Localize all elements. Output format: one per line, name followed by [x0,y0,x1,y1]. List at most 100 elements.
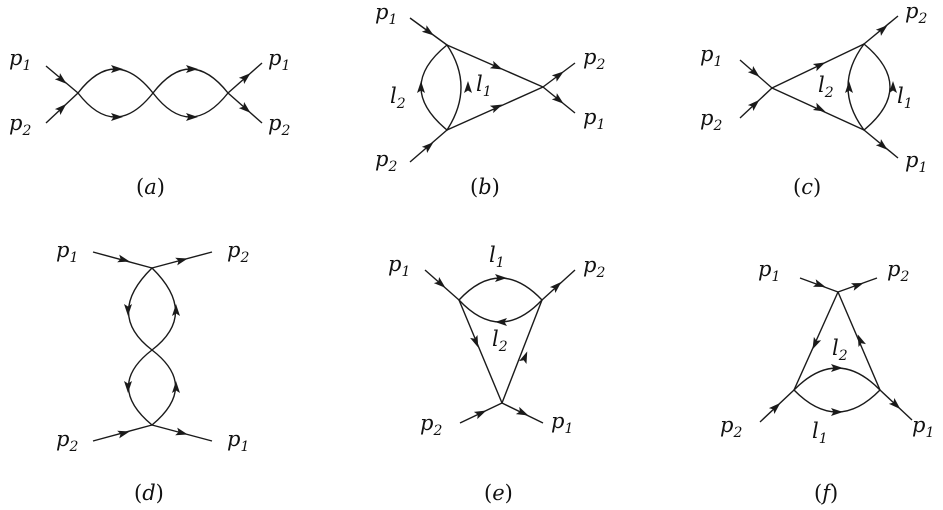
diagram-b: p1 l2 l1 p2 p1 p2 (b) [375,0,605,199]
label-p2-right: p2 [268,111,290,139]
arrowhead-icon [889,81,897,93]
arrows-d [117,254,188,439]
arrowhead-icon [831,364,843,372]
arrowhead-icon [519,351,528,365]
arrowhead-icon [117,430,130,439]
label-l2-f: l2 [832,336,848,364]
arrowhead-icon [768,402,781,415]
arrowhead-icon [888,397,901,410]
caption-b: (b) [470,175,500,199]
svg-text:l2: l2 [390,84,406,112]
arrowhead-icon [111,113,123,121]
label-l1-c: l1 [897,84,913,112]
arrowhead-icon [470,334,479,348]
svg-text:p2: p2 [375,147,397,175]
label-p1-right: p1 [268,46,290,74]
arrowhead-icon [111,65,123,73]
label-p2-f: p2 [720,413,742,441]
svg-text:p2: p2 [268,111,290,139]
arrowhead-icon [747,99,760,112]
arrowhead-icon [172,304,180,316]
arrowhead-icon [875,25,888,36]
arrowhead-icon [875,139,888,150]
label-p1-c-bottom: p1 [905,148,927,176]
label-p2-b-right: p2 [583,45,605,73]
label-p1-d: p1 [56,238,78,266]
label-p2-c: p2 [700,106,722,134]
svg-text:l1: l1 [476,72,492,100]
arrowhead-icon [186,65,198,73]
arrowhead-icon [812,62,826,72]
arrows-b [417,25,564,153]
label-l1-b: l1 [476,72,492,100]
arrowhead-icon [495,318,507,326]
arrowhead-icon [238,73,251,84]
label-l2-c: l2 [818,73,834,101]
arrowhead-icon [417,81,425,93]
arrowhead-icon [473,410,487,420]
arrowhead-icon [433,277,446,288]
diagram-c: p1 p2 l2 l1 p2 p1 (c) [700,0,927,199]
svg-text:l1: l1 [812,419,828,447]
svg-text:l2: l2 [832,336,848,364]
arrowhead-icon [54,73,67,84]
label-p2-left: p2 [9,111,31,139]
arrowhead-icon [175,257,188,266]
label-p2-d-top: p2 [227,238,249,266]
arrowhead-icon [845,81,853,93]
arrowhead-icon [124,304,132,316]
svg-text:p1: p1 [268,46,290,74]
svg-text:p1: p1 [9,46,31,74]
arrowhead-icon [850,282,864,291]
diagram-a: p1 p2 p1 p2 (a) [9,46,290,199]
label-p2-f-top: p2 [887,257,909,285]
caption-e: (e) [484,481,513,505]
svg-text:p2: p2 [56,427,78,455]
arrowhead-icon [238,102,251,113]
arrowhead-icon [421,142,434,153]
diagram-d: p1 p2 p2 p1 (d) [56,238,249,505]
svg-text:l2: l2 [818,73,834,101]
label-p2-e: p2 [420,411,442,439]
label-p1-e: p1 [388,252,410,280]
svg-text:p2: p2 [420,411,442,439]
diagram-f: p1 p2 l2 p2 l1 p1 (f) [720,257,934,505]
arrowhead-icon [549,281,562,294]
label-p1-b: p1 [375,0,397,28]
svg-text:p2: p2 [583,45,605,73]
svg-text:p1: p1 [227,427,249,455]
svg-text:p1: p1 [583,105,605,133]
arrowhead-icon [747,66,760,77]
arrowhead-icon [515,406,529,416]
caption-a: (a) [136,175,165,199]
arrowhead-icon [489,104,503,114]
caption-d: (d) [134,481,164,505]
arrowhead-icon [124,381,132,393]
svg-text:p2: p2 [720,413,742,441]
svg-text:p2: p2 [887,257,909,285]
label-p1-d-bottom: p1 [227,427,249,455]
label-p1-b-right: p1 [583,105,605,133]
arrows-a [54,65,251,121]
arrowhead-icon [857,334,866,348]
caption-c: (c) [793,175,821,199]
diagram-e: p1 l1 p2 l2 p2 p1 (e) [388,243,605,505]
label-l2-e: l2 [492,327,508,355]
arrowhead-icon [175,427,188,436]
label-p2-e-top: p2 [583,253,605,281]
arrows-e [433,274,562,420]
arrowhead-icon [464,81,472,93]
label-p2-d: p2 [56,427,78,455]
label-p2-b-bottom: p2 [375,147,397,175]
svg-text:p1: p1 [388,252,410,280]
label-p1-c: p1 [700,42,722,70]
svg-text:p2: p2 [700,106,722,134]
label-p2-c-top: p2 [905,0,927,27]
arrowhead-icon [812,102,826,112]
arrowhead-icon [186,113,198,121]
label-l1-e: l1 [489,243,505,271]
svg-text:p1: p1 [700,42,722,70]
svg-text:l1: l1 [489,243,505,271]
svg-text:l2: l2 [492,327,508,355]
